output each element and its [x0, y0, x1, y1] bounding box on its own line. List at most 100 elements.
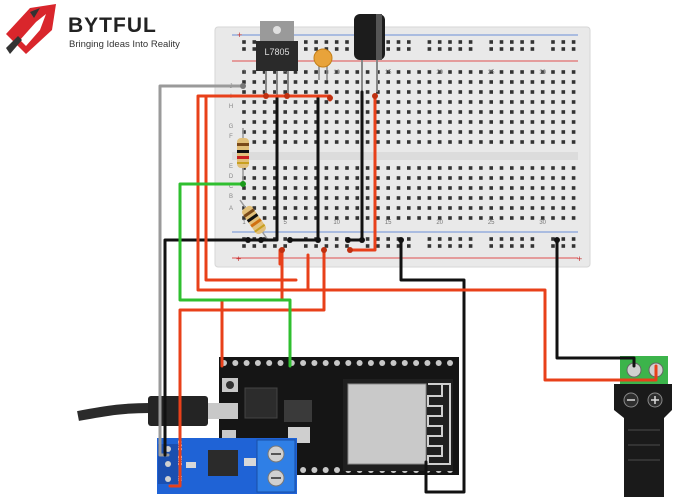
esp32-pin — [447, 360, 453, 366]
breadboard-hole — [407, 176, 411, 180]
breadboard-hole — [376, 206, 380, 210]
breadboard-hole — [324, 130, 329, 134]
breadboard-hole — [242, 80, 246, 84]
breadboard-hole — [314, 216, 318, 220]
breadboard-hole — [334, 80, 339, 84]
breadboard-hole — [561, 100, 566, 104]
breadboard-hole — [376, 216, 380, 220]
breadboard-hole — [273, 166, 277, 170]
breadboard-hole — [334, 90, 339, 94]
breadboard-hole — [396, 140, 401, 144]
breadboard-hole — [458, 216, 463, 220]
breadboard-hole — [386, 90, 390, 94]
breadboard-hole — [458, 140, 463, 144]
breadboard-hole — [355, 176, 360, 180]
breadboard-hole — [396, 80, 401, 84]
breadboard-hole — [468, 100, 473, 104]
breadboard-hole — [262, 186, 267, 190]
breadboard-hole — [510, 100, 514, 104]
breadboard-hole — [345, 47, 349, 51]
breadboard-hole — [458, 196, 463, 200]
breadboard-hole — [242, 100, 246, 104]
breadboard-hole — [551, 244, 555, 248]
breadboard-hole — [427, 237, 432, 241]
breadboard-hole — [293, 110, 298, 114]
resistor-lower — [239, 199, 269, 241]
breadboard-hole — [407, 237, 411, 241]
breadboard-hole — [561, 237, 566, 241]
breadboard-hole — [458, 47, 463, 51]
breadboard-hole — [489, 186, 493, 190]
breadboard-hole — [314, 140, 318, 144]
breadboard-hole — [242, 70, 246, 74]
breadboard-hole — [365, 80, 370, 84]
breadboard-hole — [561, 216, 566, 220]
breadboard-hole — [252, 140, 257, 144]
breadboard-hole — [520, 216, 524, 220]
breadboard-hole — [365, 120, 370, 124]
esp32-pin — [356, 360, 363, 366]
breadboard-hole — [396, 100, 401, 104]
breadboard-hole — [540, 80, 545, 84]
breadboard-hole — [530, 244, 535, 248]
breadboard-hole — [407, 206, 411, 210]
breadboard-hole — [417, 196, 421, 200]
breadboard-hole — [479, 80, 483, 84]
breadboard-hole — [499, 120, 504, 124]
breadboard-hole — [571, 80, 576, 84]
breadboard-hole — [417, 100, 421, 104]
breadboard-hole — [458, 70, 463, 74]
breadboard-hole — [448, 120, 452, 124]
breadboard-hole — [540, 70, 545, 74]
breadboard-hole — [479, 90, 483, 94]
breadboard-hole — [262, 166, 267, 170]
breadboard-hole — [468, 80, 473, 84]
breadboard-hole — [365, 216, 370, 220]
esp32-pin — [243, 360, 250, 366]
breadboard-hole — [407, 244, 411, 248]
breadboard-hole — [437, 40, 442, 44]
row-letter: G — [229, 124, 234, 130]
breadboard-hole — [427, 166, 432, 170]
breadboard-hole — [304, 80, 308, 84]
breadboard-hole — [489, 216, 493, 220]
breadboard-hole — [345, 196, 349, 200]
breadboard-hole — [334, 120, 339, 124]
breadboard-hole — [407, 216, 411, 220]
breadboard-hole — [448, 90, 452, 94]
breadboard-hole — [262, 244, 267, 248]
breadboard-hole — [540, 130, 545, 134]
resistor-upper — [237, 128, 249, 182]
breadboard-hole — [262, 196, 267, 200]
breadboard-hole — [304, 140, 308, 144]
breadboard-hole — [448, 80, 452, 84]
breadboard-hole — [520, 166, 524, 170]
breadboard-hole — [437, 90, 442, 94]
breadboard-hole — [273, 186, 277, 190]
breadboard-hole — [561, 80, 566, 84]
breadboard-hole — [571, 237, 576, 241]
breadboard-hole — [417, 90, 421, 94]
breadboard-hole — [489, 244, 493, 248]
breadboard-hole — [293, 140, 298, 144]
breadboard-hole — [499, 100, 504, 104]
breadboard-hole — [520, 47, 524, 51]
breadboard-hole — [530, 186, 535, 190]
breadboard-hole — [561, 196, 566, 200]
breadboard-hole — [551, 80, 555, 84]
esp32-pin — [300, 360, 307, 366]
column-number: 20 — [436, 220, 443, 226]
breadboard-hole — [273, 196, 277, 200]
breadboard-hole — [417, 110, 421, 114]
breadboard-hole — [252, 120, 257, 124]
breadboard-hole — [293, 166, 298, 170]
breadboard-hole — [530, 196, 535, 200]
breadboard-hole — [458, 166, 463, 170]
breadboard-hole — [407, 100, 411, 104]
breadboard-hole — [530, 110, 535, 114]
breadboard-hole — [355, 110, 360, 114]
column-number: 15 — [385, 70, 392, 76]
breadboard-hole — [262, 216, 267, 220]
